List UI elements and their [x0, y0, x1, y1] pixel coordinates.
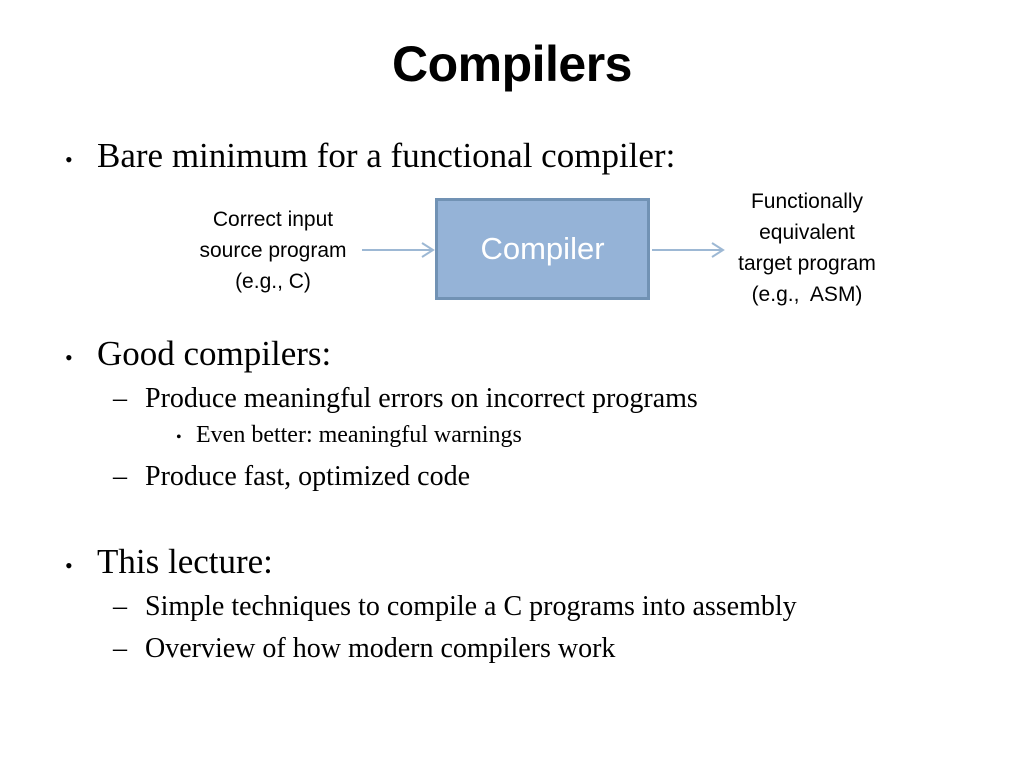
bullet-produce-errors: – Produce meaningful errors on incorrect… [113, 382, 698, 415]
bullet-text: Good compilers: [97, 334, 332, 373]
bullet-text: Simple techniques to compile a C program… [145, 591, 797, 622]
bullet-text: This lecture: [97, 542, 273, 581]
bullet-marker: • [65, 345, 73, 370]
bullet-marker: • [65, 553, 73, 578]
diagram-input-label: Correct input source program (e.g., C) [199, 208, 347, 293]
bullet-text: Produce meaningful errors on incorrect p… [145, 383, 698, 414]
bullet-good-compilers: • Good compilers: [65, 334, 331, 378]
bullet-this-lecture: • This lecture: [65, 542, 273, 586]
bullet-overview-modern: – Overview of how modern compilers work [113, 632, 615, 665]
bullet-marker: – [113, 461, 127, 492]
compiler-box-label: Compiler [480, 231, 605, 266]
bullet-optimized-code: – Produce fast, optimized code [113, 460, 470, 493]
compiler-box: Compiler [435, 198, 650, 300]
bullet-marker: – [113, 383, 127, 414]
bullet-text: Even better: meaningful warnings [196, 422, 522, 448]
bullet-text: Bare minimum for a functional compiler: [97, 136, 676, 175]
output-arrow [652, 242, 725, 258]
bullet-even-better: • Even better: meaningful warnings [176, 421, 522, 452]
bullet-marker: • [176, 429, 182, 446]
bullet-marker: – [113, 591, 127, 622]
diagram-output-label: Functionally equivalent target program (… [738, 190, 876, 306]
bullet-marker: – [113, 633, 127, 664]
bullet-marker: • [65, 147, 73, 172]
bullet-text: Overview of how modern compilers work [145, 633, 616, 664]
page-title: Compilers [391, 36, 633, 92]
bullet-simple-techniques: – Simple techniques to compile a C progr… [113, 590, 797, 623]
bullet-text: Produce fast, optimized code [145, 461, 471, 492]
bullet-bare-minimum: • Bare minimum for a functional compiler… [65, 136, 675, 180]
